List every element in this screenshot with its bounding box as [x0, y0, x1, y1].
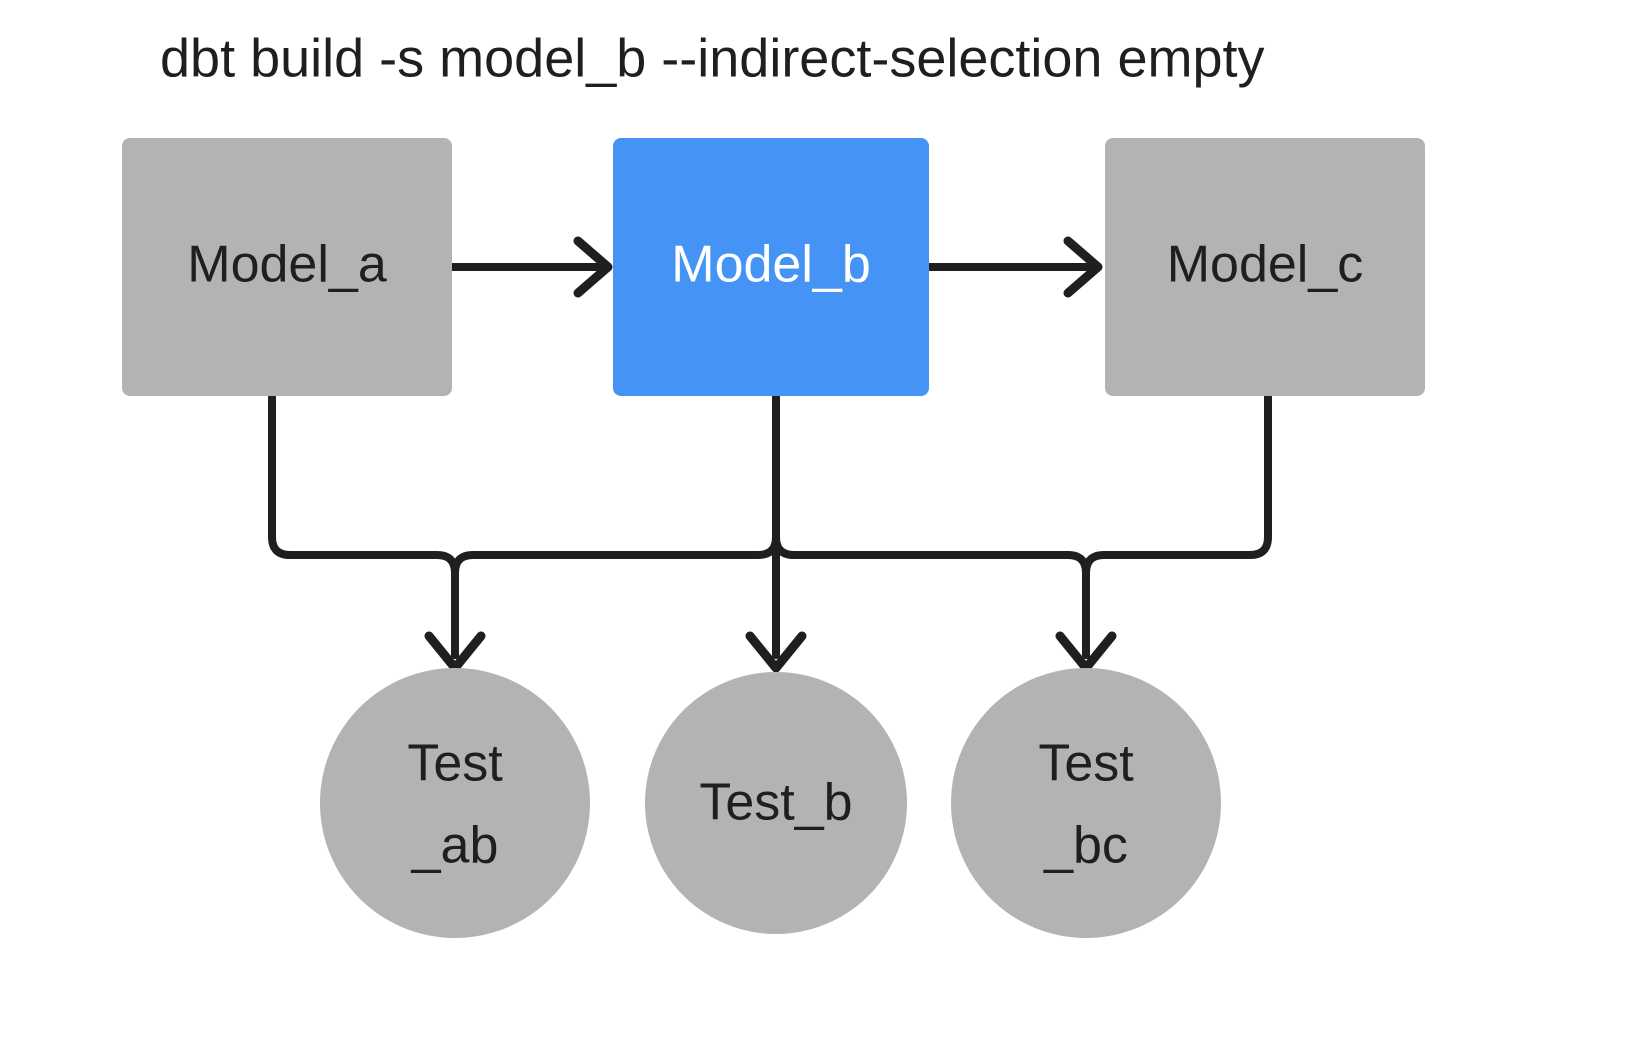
- node-label-model-b: Model_b: [671, 236, 870, 294]
- arrow-head-icon: [573, 236, 613, 298]
- node-shape[interactable]: [645, 672, 907, 934]
- node-test-b[interactable]: Test_b: [645, 672, 907, 934]
- node-shape[interactable]: [1105, 138, 1425, 396]
- edge-line: [1082, 392, 1272, 659]
- node-shape[interactable]: [951, 668, 1221, 938]
- node-shape[interactable]: [320, 668, 590, 938]
- node-shape[interactable]: [613, 138, 929, 396]
- arrow-head-icon-test-b: [745, 631, 807, 673]
- edge-model-a-to-model-b: [428, 236, 613, 298]
- edge-model-b-to-model-c: [924, 236, 1103, 298]
- edge-model-c-to-test-bc: [1082, 392, 1272, 659]
- diagram-title: dbt build -s model_b --indirect-selectio…: [160, 28, 1265, 88]
- node-model-a[interactable]: Model_a: [122, 138, 452, 396]
- node-test-bc[interactable]: Test _bc: [951, 668, 1221, 938]
- node-label-test-bc-line2: _bc: [1043, 817, 1128, 875]
- node-model-b[interactable]: Model_b: [613, 138, 929, 396]
- node-label-test-b-line1: Test_b: [699, 774, 852, 832]
- arrow-head-icon: [1063, 236, 1103, 298]
- node-label-model-c: Model_c: [1167, 236, 1364, 294]
- node-label-test-bc-line1: Test: [1038, 735, 1134, 793]
- edge-line: [772, 392, 1090, 659]
- node-shape[interactable]: [122, 138, 452, 396]
- edge-line: [268, 392, 459, 659]
- node-test-ab[interactable]: Test _ab: [320, 668, 590, 938]
- edge-model-b-to-test-ab: [451, 392, 780, 659]
- node-label-model-a: Model_a: [187, 236, 387, 294]
- edge-line: [451, 392, 780, 659]
- node-label-test-ab-line1: Test: [407, 735, 503, 793]
- edge-model-a-to-test-ab: [268, 392, 459, 659]
- node-label-test-ab-line2: _ab: [411, 817, 499, 875]
- node-model-c[interactable]: Model_c: [1105, 138, 1425, 396]
- edge-model-b-to-test-bc: [772, 392, 1090, 659]
